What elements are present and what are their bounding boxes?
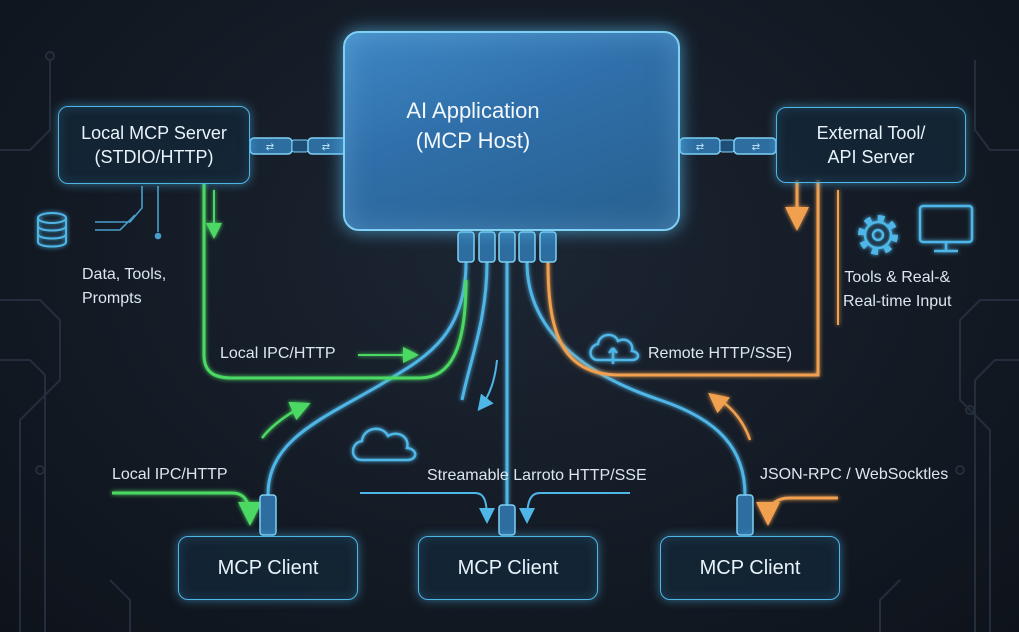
plug-connector-icon: ⇄ ⇄ xyxy=(679,137,777,155)
external-server-line1: External Tool/ xyxy=(816,122,926,143)
local-ipc-label-upper: Local IPC/HTTP xyxy=(220,345,336,362)
gear-icon xyxy=(858,215,898,255)
cloud-icon xyxy=(351,427,417,462)
host-title: AI Application (MCP Host) xyxy=(367,96,579,157)
plug-connector-icon xyxy=(457,231,557,263)
client-label: MCP Client xyxy=(217,556,319,579)
svg-text:⇄: ⇄ xyxy=(266,142,274,153)
client-label: MCP Client xyxy=(457,556,559,579)
external-server-line2: API Server xyxy=(827,147,915,167)
blue-wires xyxy=(266,261,747,505)
host-title-line1: AI Application xyxy=(406,98,540,123)
external-tool-server-box[interactable]: External Tool/ API Server xyxy=(776,107,966,183)
host-title-line2: (MCP Host) xyxy=(415,128,531,154)
mcp-client-box[interactable]: MCP Client xyxy=(178,536,358,600)
tools-realtime-line1: Tools & Real-& xyxy=(844,269,951,286)
data-tools-line1: Data, Tools, xyxy=(82,266,167,283)
svg-text:⇄: ⇄ xyxy=(696,142,704,153)
mcp-client-box[interactable]: MCP Client xyxy=(418,536,598,600)
data-tools-line2: Prompts xyxy=(82,290,142,307)
cloud-icon xyxy=(589,333,640,364)
monitor-icon xyxy=(918,204,974,253)
mcp-host-box[interactable]: AI Application (MCP Host) xyxy=(343,31,680,231)
orange-wires xyxy=(546,180,839,526)
svg-text:⇄: ⇄ xyxy=(752,142,760,153)
data-tools-label: Data, Tools, Prompts xyxy=(82,263,166,311)
svg-text:⇄: ⇄ xyxy=(322,142,330,153)
plug-connector-icon: ⇄ ⇄ xyxy=(249,137,347,155)
json-rpc-label: JSON-RPC / WebSocktles xyxy=(760,466,949,483)
client-label: MCP Client xyxy=(699,556,801,579)
local-ipc-label-lower: Local IPC/HTTP xyxy=(112,466,228,483)
circuit-traces xyxy=(0,51,1019,632)
streamable-http-label: Streamable Larroto HTTP/SSE xyxy=(427,467,647,484)
database-icon xyxy=(37,212,67,248)
local-server-line2: (STDIO/HTTP) xyxy=(94,147,214,167)
remote-http-label: Remote HTTP/SSE) xyxy=(648,345,793,362)
tools-realtime-label: Tools & Real-& Real-time Input xyxy=(843,266,952,314)
local-server-line1: Local MCP Server xyxy=(81,122,227,143)
plug-connector-icon xyxy=(259,494,754,536)
data-lines xyxy=(95,186,162,240)
tools-realtime-line2: Real-time Input xyxy=(843,293,952,310)
local-mcp-server-box[interactable]: Local MCP Server (STDIO/HTTP) xyxy=(58,106,250,184)
green-wires xyxy=(112,184,468,526)
mcp-client-box[interactable]: MCP Client xyxy=(660,536,840,600)
streamable-lines xyxy=(360,359,630,524)
